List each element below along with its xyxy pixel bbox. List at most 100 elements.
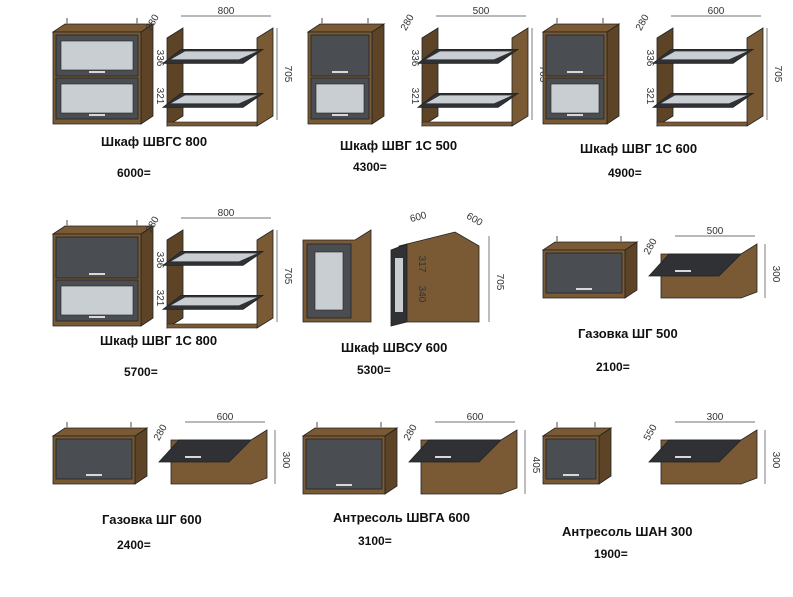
cabinet-top	[301, 427, 399, 437]
cabinet-top	[541, 241, 639, 251]
dimension-label: 280	[402, 422, 420, 442]
product-title: Шкаф ШВГ 1С 800	[100, 333, 218, 348]
product-price: 5700=	[124, 365, 158, 379]
cabinet-top	[51, 427, 149, 437]
product-title: Шкаф ШВГ 1С 600	[580, 141, 698, 156]
cabinet-side	[598, 427, 612, 485]
dimension-label: 600	[464, 211, 484, 229]
cabinet-top	[541, 23, 621, 33]
dimension-label: 800	[218, 6, 235, 17]
handle	[563, 474, 579, 476]
cabinet-top	[51, 23, 155, 33]
lift-door	[408, 439, 502, 463]
dimension-label: 705	[282, 66, 293, 83]
dimension-label: 405	[530, 457, 541, 474]
product-card: 500 280 300 Газовка ШГ 500 2100=	[535, 212, 793, 401]
dimension-label: 300	[770, 266, 781, 283]
dimension-label: 280	[144, 12, 162, 32]
door-glass	[171, 95, 257, 104]
lift-door	[648, 439, 742, 463]
dimension-label: 340	[416, 286, 427, 303]
door-panel	[545, 34, 605, 77]
product-price: 4300=	[353, 160, 387, 174]
glass-insert	[550, 83, 600, 114]
cabinet-side	[134, 427, 148, 485]
dimension-label: 600	[708, 6, 725, 17]
door-glass	[426, 95, 512, 104]
handle	[89, 273, 105, 275]
cabinet-illustration: 600 280 405	[301, 412, 541, 495]
dimension-label: 280	[152, 422, 170, 442]
door-glass	[171, 297, 257, 306]
product-price: 6000=	[117, 166, 151, 180]
dimension-label: 321	[154, 290, 165, 307]
frame-side-left	[166, 27, 184, 127]
product-title: Шкаф ШВГС 800	[101, 134, 208, 149]
dimension-label: 705	[282, 268, 293, 285]
dimension-label: 321	[409, 88, 420, 105]
dimension-label: 280	[399, 12, 417, 32]
lift-door	[158, 439, 252, 463]
handle	[332, 114, 348, 116]
frame-bottom	[421, 121, 513, 127]
cabinet-illustration: 300 550 300	[541, 412, 781, 485]
dimension-label: 500	[707, 226, 724, 237]
dimension-label: 550	[642, 422, 660, 442]
frame-side-right	[511, 27, 529, 127]
product-price: 2100=	[596, 360, 630, 374]
cabinet-side	[140, 225, 154, 327]
glass-insert	[60, 40, 134, 71]
handle	[336, 484, 352, 486]
dimension-label: 705	[494, 274, 505, 291]
cabinet-side	[384, 427, 398, 495]
cabinet-side	[140, 23, 154, 125]
dimension-label: 705	[537, 66, 548, 83]
dimension-label: 800	[218, 208, 235, 219]
product-price: 4900=	[608, 166, 642, 180]
door-glass	[171, 51, 257, 60]
frame-side-right	[746, 27, 764, 127]
dimension-label: 600	[467, 412, 484, 423]
product-title: Шкаф ШВГ 1С 500	[340, 138, 458, 153]
door-panel	[545, 252, 623, 294]
lift-door	[648, 253, 742, 277]
frame-bottom	[166, 323, 258, 329]
handle	[332, 71, 348, 73]
door-glass	[661, 51, 747, 60]
dimension-label: 336	[154, 50, 165, 67]
door-panel	[55, 438, 133, 480]
dimension-label: 600	[217, 412, 234, 423]
dimension-label: 500	[473, 6, 490, 17]
dimension-label: 280	[634, 12, 652, 32]
product-price: 5300=	[357, 363, 391, 377]
handle	[576, 288, 592, 290]
cabinet-illustration: 500 280 300	[541, 226, 781, 299]
glass-insert	[314, 251, 344, 311]
door-glass	[171, 253, 257, 262]
door-panel	[55, 236, 139, 279]
cabinet-side	[371, 23, 385, 125]
frame-bottom	[656, 121, 748, 127]
product-title: Антресоль ШАН 300	[562, 524, 693, 539]
dimension-label: 705	[772, 66, 783, 83]
dimension-label: 300	[280, 452, 291, 469]
product-title: Газовка ШГ 500	[578, 326, 678, 341]
product-title: Шкаф ШВСУ 600	[341, 340, 448, 355]
frame-side-right	[256, 229, 274, 329]
dimension-label: 280	[642, 236, 660, 256]
dimension-label: 300	[707, 412, 724, 423]
frame-side-left	[166, 229, 184, 329]
dimension-label: 300	[770, 452, 781, 469]
handle	[86, 474, 102, 476]
product-title: Антресоль ШВГА 600	[333, 510, 471, 525]
